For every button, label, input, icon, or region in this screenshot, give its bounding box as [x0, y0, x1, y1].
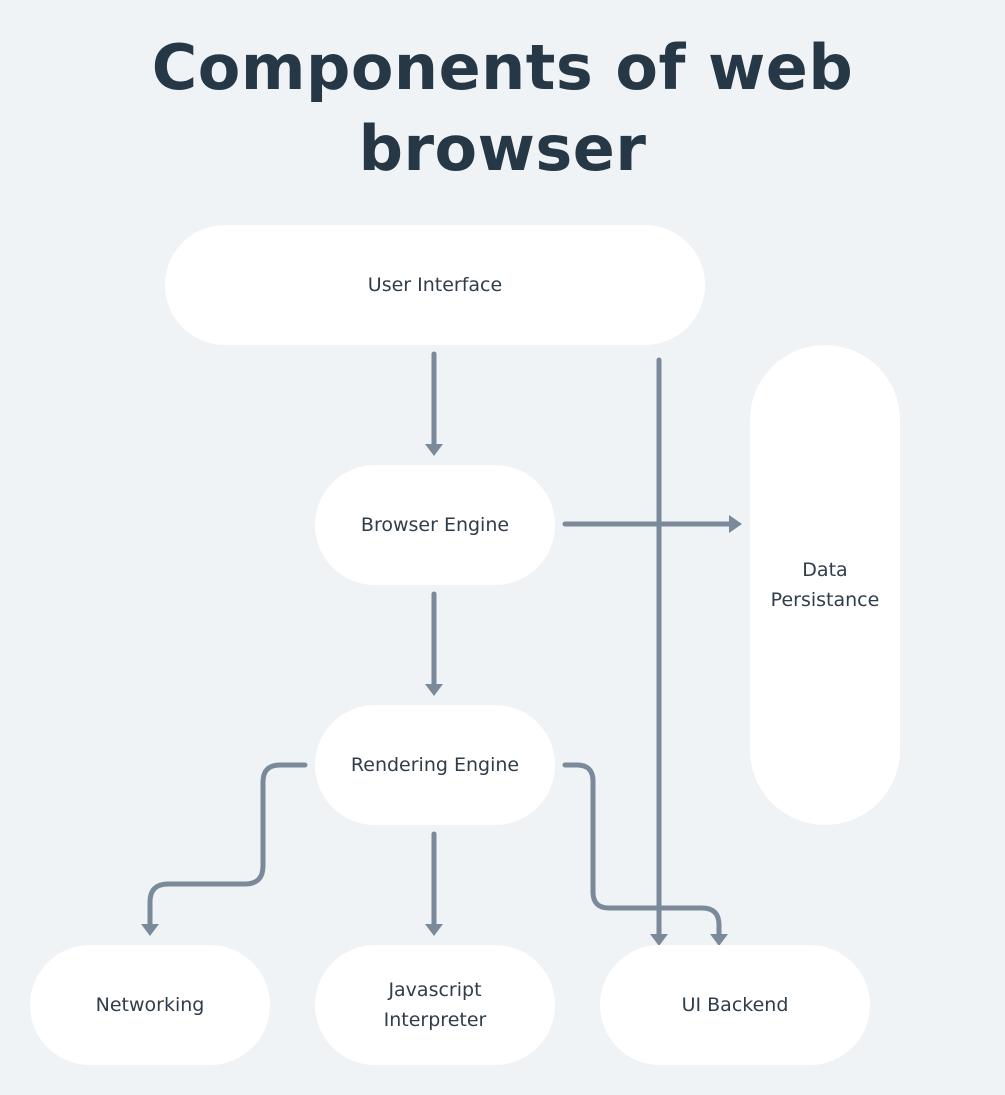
node-networking: Networking	[30, 945, 270, 1065]
arrowhead-ui-backend-right	[710, 934, 728, 946]
arrowhead-javascript-interpreter	[425, 924, 443, 936]
node-label: User Interface	[367, 274, 503, 296]
arrowhead-ui-backend-left	[650, 934, 668, 946]
node-data-persistance: Data Persistance	[750, 345, 900, 825]
node-label: Javascript Interpreter	[383, 979, 487, 1031]
arrowhead-data-persistance	[729, 515, 742, 533]
node-label: Rendering Engine	[350, 754, 520, 776]
page-title: Components of web browser	[151, 31, 854, 185]
node-label: Networking	[95, 994, 205, 1016]
node-label: Data Persistance	[770, 559, 880, 611]
edge-rendering-engine-to-networking	[147, 762, 308, 927]
node-user-interface: User Interface	[165, 225, 705, 345]
arrowhead-rendering-engine	[425, 684, 443, 696]
node-label: Browser Engine	[360, 514, 510, 536]
node-label: UI Backend	[681, 994, 789, 1016]
node-javascript-interpreter: Javascript Interpreter	[315, 945, 555, 1065]
arrowhead-browser-engine	[425, 444, 443, 456]
node-rendering-engine: Rendering Engine	[315, 705, 555, 825]
arrowhead-networking	[141, 924, 159, 936]
edge-rendering-engine-to-ui-backend	[562, 762, 722, 937]
node-browser-engine: Browser Engine	[315, 465, 555, 585]
node-ui-backend: UI Backend	[600, 945, 870, 1065]
